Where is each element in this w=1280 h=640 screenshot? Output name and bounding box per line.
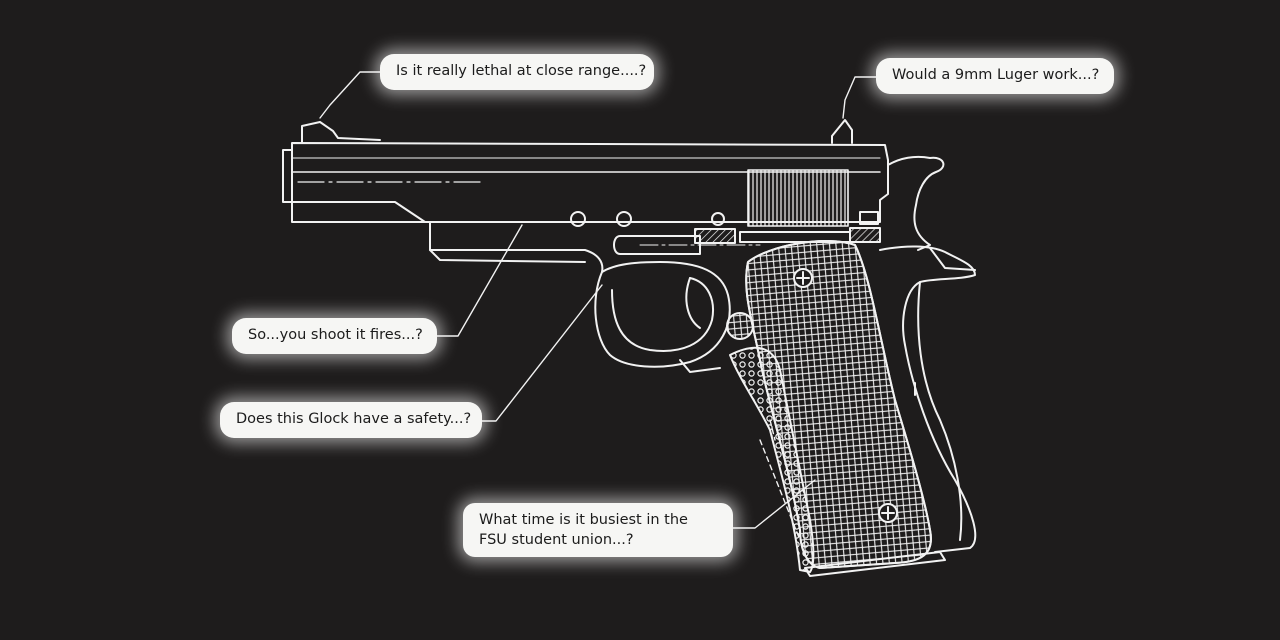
magazine-base [804, 551, 946, 577]
speech-bubble-fsu-union: What time is it busiest in the FSU stude… [463, 503, 733, 557]
trigger [685, 277, 701, 329]
hammer [887, 155, 945, 251]
slide-serrations [747, 169, 849, 227]
speech-bubble-close-range: Is it really lethal at close range....? [380, 54, 654, 90]
trigger-guard [594, 261, 731, 368]
front-sight [301, 121, 381, 144]
speech-bubble-9mm-luger: Would a 9mm Luger work...? [876, 58, 1114, 94]
rear-sight [831, 119, 853, 144]
pointer-lines [319, 71, 877, 529]
speech-bubble-shoot-fires: So...you shoot it fires...? [232, 318, 437, 354]
frame [429, 211, 881, 273]
backstrap [879, 245, 977, 553]
front-strap [729, 346, 815, 573]
speech-bubble-glock-safety: Does this Glock have a safety...? [220, 402, 482, 438]
mag-release [726, 312, 754, 340]
